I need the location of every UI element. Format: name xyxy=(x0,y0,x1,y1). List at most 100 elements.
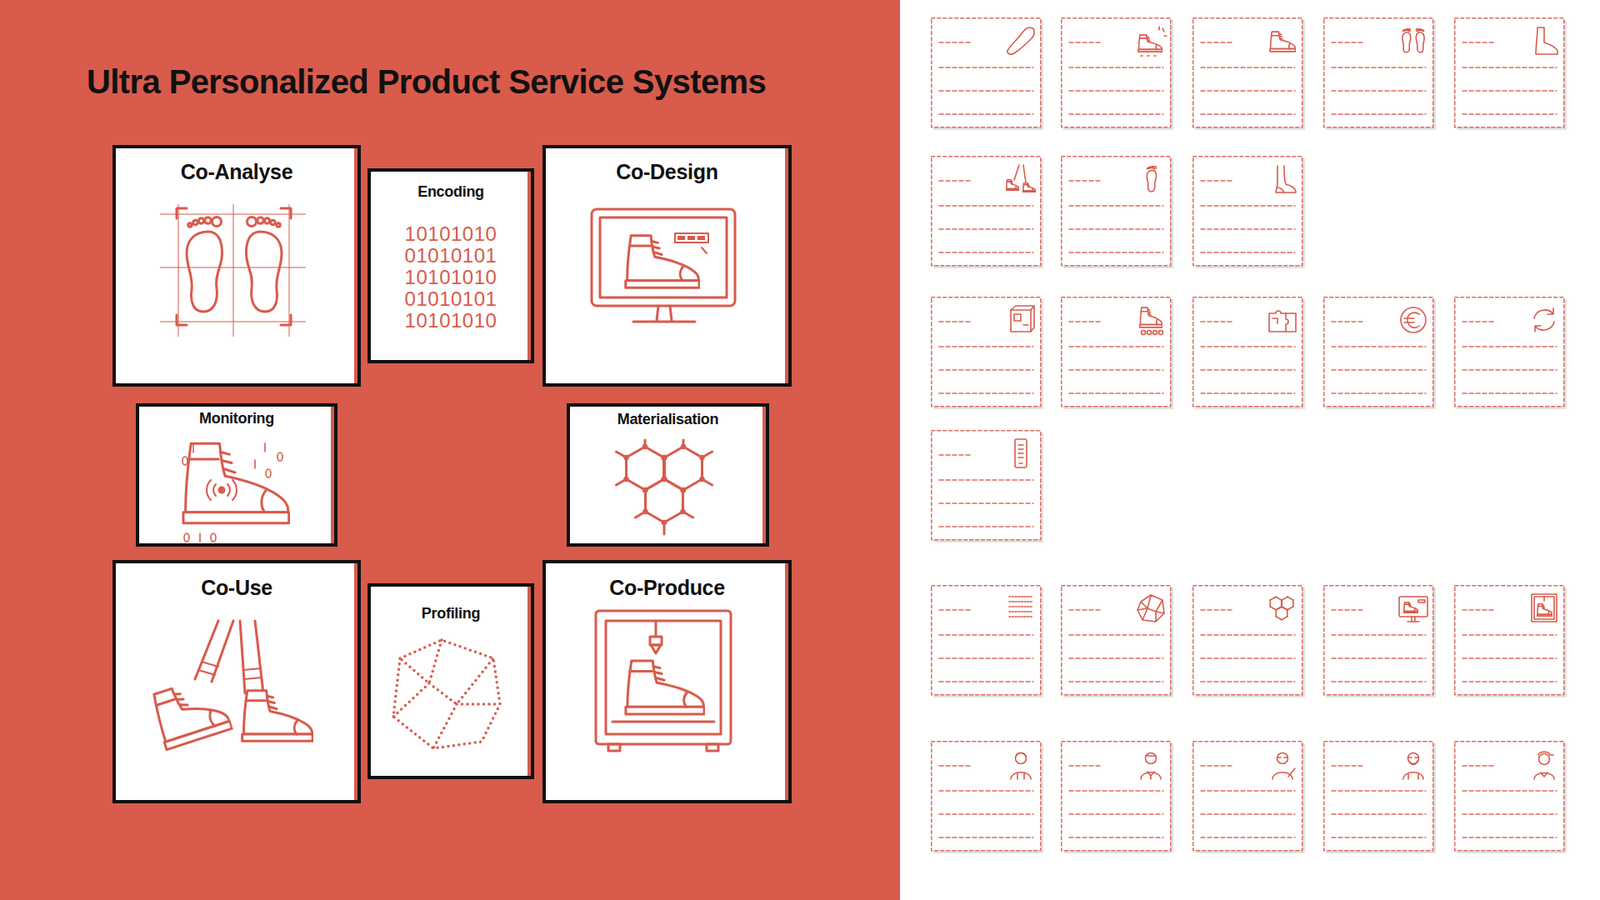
illustration-part xyxy=(1061,585,1174,698)
illustration-part xyxy=(183,443,290,523)
illustration-part xyxy=(931,741,1044,854)
illustration-part xyxy=(210,533,216,542)
illustration-part xyxy=(1324,741,1436,854)
illustration-part xyxy=(1193,585,1305,698)
box-title: Monitoring xyxy=(145,410,328,429)
box-title: Co-Use xyxy=(122,575,351,600)
illustration-part xyxy=(277,452,283,461)
box-title: Profiling xyxy=(377,605,525,624)
illustration-part xyxy=(1061,297,1174,410)
illustration-part xyxy=(198,661,262,680)
printer-icon xyxy=(595,610,731,751)
illustration-part xyxy=(1193,156,1305,269)
illustration-part xyxy=(1402,29,1425,53)
illustration-part xyxy=(1193,741,1305,854)
illustration-part xyxy=(1061,741,1174,854)
stage-box: Encoding10101010 01010101 10101010 01010… xyxy=(367,168,535,364)
illustration-part xyxy=(1324,18,1436,130)
illustration-part xyxy=(1269,310,1296,332)
illustration-part xyxy=(931,156,1044,269)
illustration-part xyxy=(1534,751,1555,780)
illustration-part xyxy=(1061,156,1174,269)
box-grounds xyxy=(112,145,785,804)
illustration-part xyxy=(1193,156,1305,269)
illustration-part xyxy=(1455,297,1567,410)
illustration-part xyxy=(135,403,331,547)
illustration-part xyxy=(623,444,666,493)
box-title: Encoding xyxy=(377,183,525,202)
illustration-part xyxy=(1455,585,1567,698)
illustration-part xyxy=(246,217,282,313)
illustration-part xyxy=(706,744,719,751)
illustration-part xyxy=(931,430,1044,543)
illustration-part xyxy=(219,487,225,493)
illustration-part xyxy=(1324,18,1436,130)
illustration-part xyxy=(193,443,265,542)
illustration-part xyxy=(1061,18,1174,130)
illustration-part xyxy=(931,18,1044,130)
illustration-part xyxy=(1324,297,1436,410)
illustration-part xyxy=(1061,741,1174,854)
stage-box: Co-Design xyxy=(542,145,792,387)
illustration-part xyxy=(1061,585,1174,698)
illustration-part xyxy=(182,456,188,465)
red-panel xyxy=(0,0,900,900)
illustration-part xyxy=(1531,594,1557,622)
illustration-part xyxy=(1324,741,1436,854)
illustration-part xyxy=(605,620,721,735)
illustration-part xyxy=(184,533,190,542)
illustration-part xyxy=(1455,297,1567,410)
illustration-part xyxy=(1324,585,1436,698)
illustration-part xyxy=(1193,585,1305,698)
illustration-part xyxy=(542,145,785,387)
stage-box: Co-Produce xyxy=(542,560,792,804)
illustration-part xyxy=(612,720,715,724)
illustration-part xyxy=(1193,18,1305,130)
stage-box: Profiling xyxy=(367,583,535,780)
illustration-part xyxy=(697,235,705,240)
illustration-part xyxy=(931,430,1044,543)
box-title: Co-Analyse xyxy=(122,159,351,185)
illustration-part xyxy=(1140,307,1164,335)
illustration-part xyxy=(1061,18,1174,130)
box-title: Co-Design xyxy=(552,159,782,185)
illustration-part xyxy=(1324,297,1436,410)
box-title: Co-Produce xyxy=(552,575,782,600)
illustration-part xyxy=(616,440,713,535)
illustration-part xyxy=(160,204,306,337)
illustration-part xyxy=(186,217,282,313)
illustration-part xyxy=(600,217,727,298)
illustration-part xyxy=(655,620,658,637)
illustration-part xyxy=(1535,27,1558,55)
illustration-part xyxy=(1137,595,1165,622)
stage-box: Co-Use xyxy=(112,560,361,804)
illustration-part xyxy=(1193,18,1305,130)
illustration-part xyxy=(931,156,1044,269)
illustration-part xyxy=(1400,307,1426,333)
illustration-part xyxy=(1009,596,1033,617)
design-monitor-icon xyxy=(591,209,735,322)
illustration-part xyxy=(1269,595,1294,621)
illustration-part xyxy=(701,247,707,254)
illustration-part xyxy=(149,675,232,750)
illustration-part xyxy=(931,297,1044,410)
illustration-part xyxy=(625,660,705,715)
illustration-part xyxy=(931,297,1044,410)
illustration-part xyxy=(1193,741,1305,854)
stage-box: Monitoring xyxy=(135,403,338,547)
illustration-part xyxy=(931,18,1044,130)
illustration-part xyxy=(265,469,271,478)
illustration-part xyxy=(595,610,731,745)
illustration-part xyxy=(1140,753,1161,780)
illustration-part xyxy=(642,476,685,525)
illustration-part xyxy=(1061,297,1174,410)
profile-polygon-icon xyxy=(393,640,500,749)
sensor-sneaker-icon xyxy=(182,443,290,542)
illustration-part xyxy=(633,305,695,322)
walking-legs-icon xyxy=(149,620,313,750)
molecule-icon xyxy=(616,440,713,535)
illustration-part xyxy=(675,233,709,243)
